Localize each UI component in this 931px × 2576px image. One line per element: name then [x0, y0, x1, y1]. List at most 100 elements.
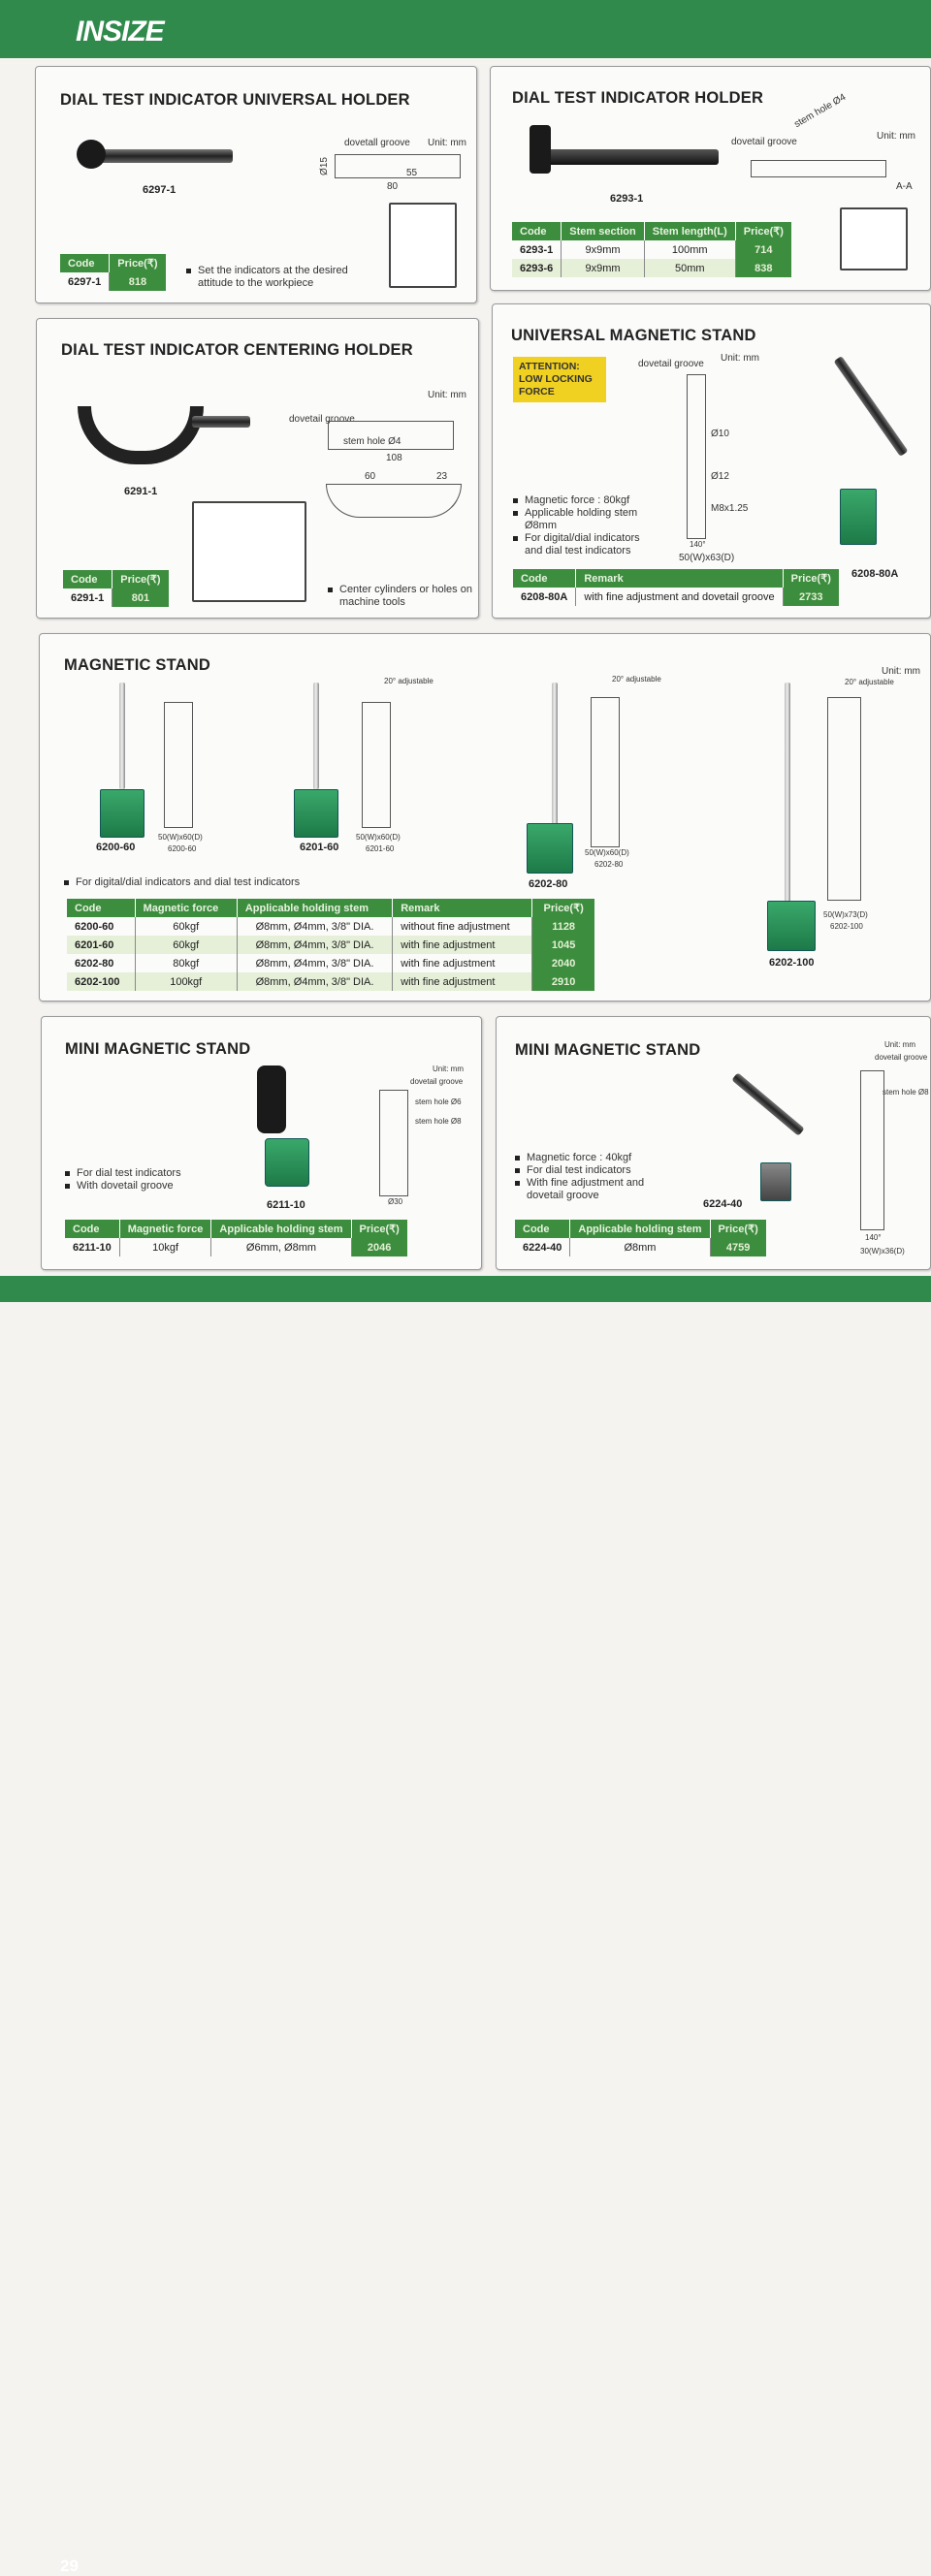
column-header: Price(₹) [735, 222, 791, 240]
table-cell: with fine adjustment [392, 936, 533, 954]
diagram-label: 140° [865, 1233, 882, 1242]
unit-label: Unit: mm [433, 1065, 464, 1073]
diagram-label: 50(W)x63(D) [679, 553, 735, 563]
table-cell: 6200-60 [67, 917, 136, 936]
model-label: 6224-40 [703, 1198, 743, 1210]
insize-logo: INSIZE [76, 16, 165, 48]
panel-title: MAGNETIC STAND [64, 656, 210, 674]
feature-list: Center cylinders or holes on machine too… [328, 584, 473, 609]
model-label: 6202-100 [769, 957, 815, 969]
dimension-drawing [860, 1070, 884, 1230]
panel-indicator-holder: DIAL TEST INDICATOR HOLDER 6293-1 doveta… [490, 66, 931, 291]
column-header: Remark [392, 899, 533, 917]
product-knob [530, 125, 551, 174]
product-arm [833, 355, 909, 458]
column-header: Price(₹) [109, 254, 166, 272]
diagram-label: dovetail groove [638, 359, 704, 369]
stand-base [767, 901, 816, 951]
column-header: Code [515, 1220, 571, 1238]
model-label: 6291-1 [124, 486, 158, 497]
table-cell: 1128 [531, 917, 594, 936]
diagram-label: Ø30 [388, 1197, 403, 1206]
table-cell: Ø8mm, Ø4mm, 3/8" DIA. [237, 972, 394, 991]
feature-item: Set the indicators at the desired attitu… [186, 265, 380, 290]
table-cell: 2733 [783, 588, 839, 606]
diagram-label: stem hole Ø4 [343, 436, 401, 447]
diagram-label: 23 [436, 471, 448, 482]
column-header: Applicable holding stem [237, 899, 394, 917]
diagram-label: 6200-60 [168, 844, 197, 853]
column-header: Price(₹) [710, 1220, 766, 1238]
table-cell: Ø8mm, Ø4mm, 3/8" DIA. [237, 936, 394, 954]
diagram-label: 50(W)x60(D) [585, 848, 629, 857]
column-header: Magnetic force [135, 899, 238, 917]
panel-magnetic-stand: MAGNETIC STAND Unit: mm 6200-60 50(W)x60… [39, 633, 931, 1002]
dimension-drawing [164, 702, 193, 828]
diagram-label: 50(W)x73(D) [823, 910, 868, 919]
unit-label: Unit: mm [721, 353, 759, 364]
column-header: Code [60, 254, 111, 272]
column-header: Price(₹) [351, 1220, 407, 1238]
diagram-label: 20° adjustable [384, 677, 433, 685]
diagram-label: 6202-80 [594, 860, 624, 869]
table-cell: 60kgf [135, 917, 238, 936]
diagram-label: 50(W)x60(D) [356, 833, 401, 842]
table-cell: 80kgf [135, 954, 238, 972]
column-header: Remark [575, 569, 784, 588]
table-cell: 6202-80 [67, 954, 136, 972]
panel-title: DIAL TEST INDICATOR HOLDER [512, 89, 764, 107]
column-header: Price(₹) [783, 569, 839, 588]
model-label: 6201-60 [300, 842, 339, 853]
dimension-drawing [328, 421, 454, 450]
dimension-drawing [591, 697, 620, 847]
dimension-drawing [326, 484, 462, 518]
diagram-label: M8x1.25 [711, 503, 749, 514]
diagram-label: 80 [387, 181, 399, 192]
panel-title: MINI MAGNETIC STAND [515, 1041, 701, 1059]
stand-base [294, 789, 338, 838]
table-cell: with fine adjustment and dovetail groove [575, 588, 784, 606]
table-cell: 6208-80A [513, 588, 577, 606]
table-cell: 10kgf [119, 1238, 212, 1256]
diagram-label: 6202-100 [830, 922, 863, 931]
column-header: Price(₹) [112, 570, 169, 588]
table-cell: 1045 [531, 936, 594, 954]
diagram-label: stem hole Ø8 [415, 1117, 462, 1126]
feature-item: Magnetic force : 40kgf [515, 1152, 680, 1164]
product-image [534, 149, 719, 165]
product-photo [192, 501, 306, 602]
panel-mini-magnetic-stand-6211: MINI MAGNETIC STAND 6211-10 Unit: mm dov… [41, 1016, 482, 1270]
header-bar: INSIZE [0, 0, 931, 58]
column-header: Magnetic force [119, 1220, 212, 1238]
product-arm [731, 1072, 805, 1136]
diagram-label: 140° [690, 540, 706, 549]
feature-item: For dial test indicators [515, 1164, 680, 1177]
model-label: 6200-60 [96, 842, 136, 853]
product-image [78, 406, 204, 464]
stand-rod [119, 683, 125, 789]
model-label: 6297-1 [143, 184, 177, 196]
diagram-label: 108 [386, 453, 402, 463]
product-base [840, 489, 877, 545]
diagram-label: dovetail groove [410, 1077, 464, 1086]
feature-item: For digital/dial indicators and dial tes… [64, 876, 355, 889]
diagram-label: Ø15 [318, 157, 330, 175]
table-cell: 9x9mm [561, 259, 645, 277]
panel-centering-holder: DIAL TEST INDICATOR CENTERING HOLDER 629… [36, 318, 479, 619]
diagram-label: stem hole Ø4 [792, 91, 849, 131]
panel-universal-holder: DIAL TEST INDICATOR UNIVERSAL HOLDER 629… [35, 66, 477, 303]
diagram-label: 20° adjustable [612, 675, 661, 684]
feature-item: Applicable holding stem Ø8mm [513, 507, 649, 532]
